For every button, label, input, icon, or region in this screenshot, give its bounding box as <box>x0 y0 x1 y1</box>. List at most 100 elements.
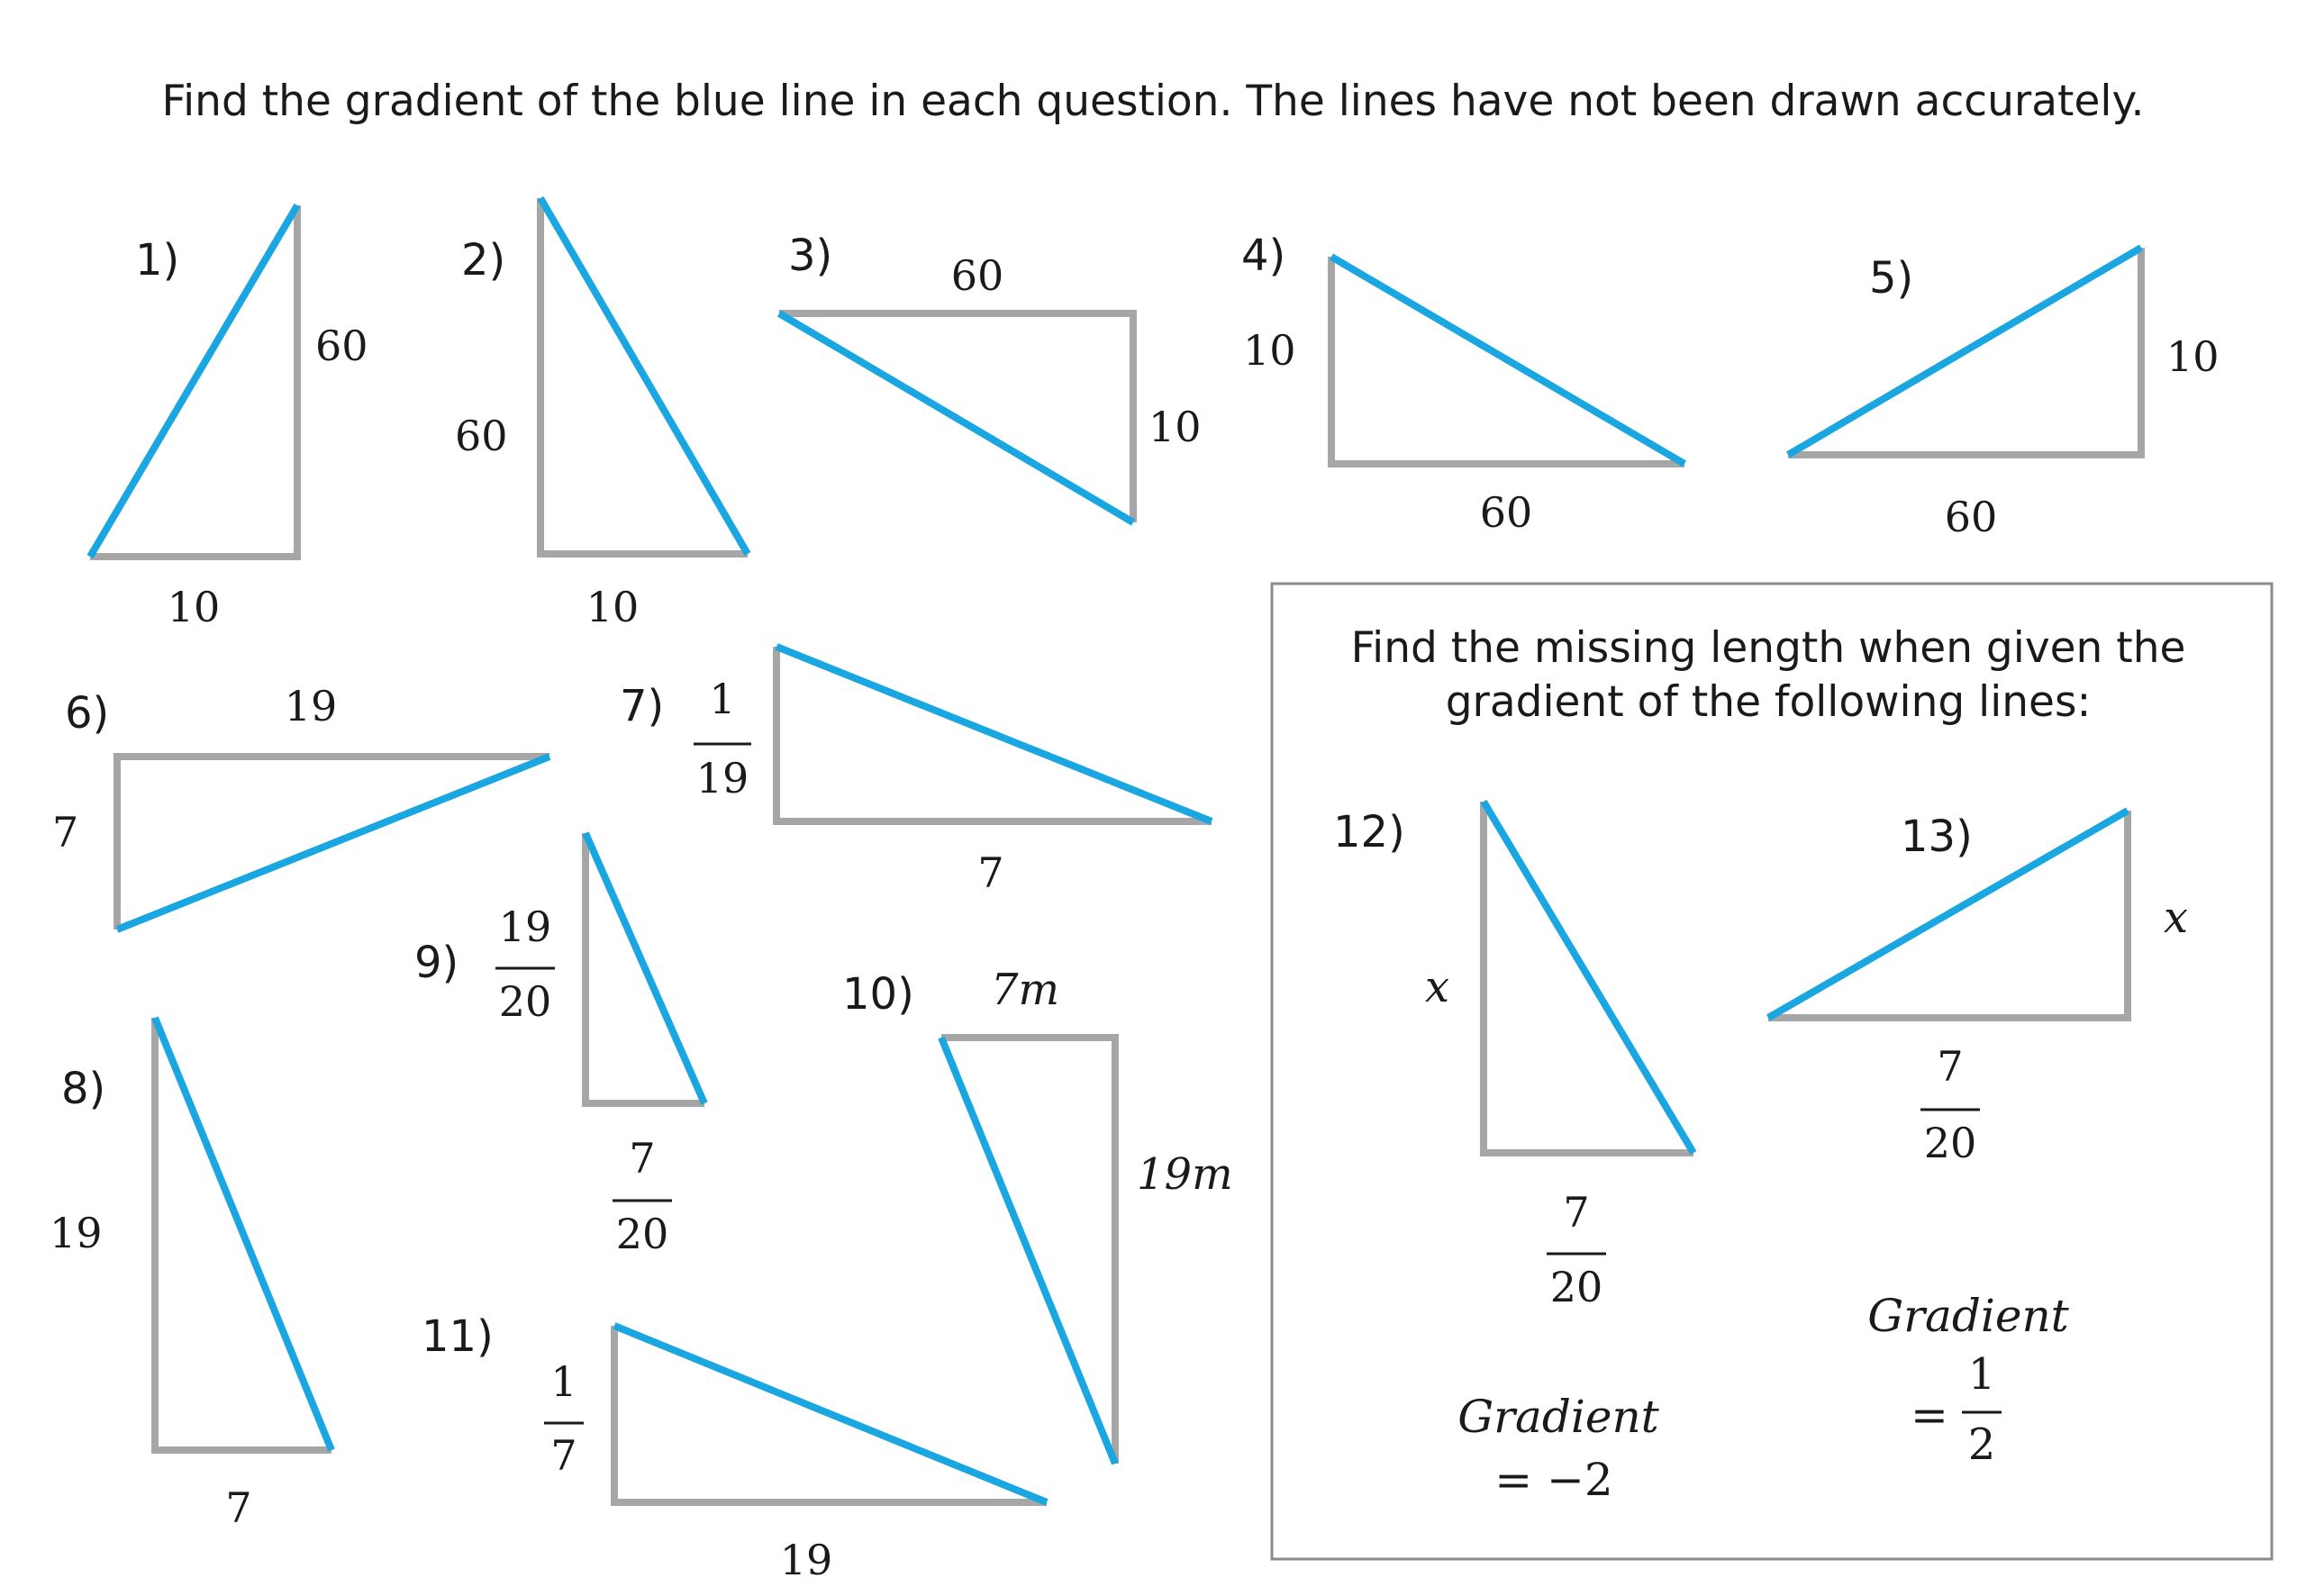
question-13: 13) x 7 20 Gradient = 1 2 <box>1766 807 2188 1470</box>
question-11-vertical-denominator: 7 <box>550 1431 576 1480</box>
question-5-number: 5) <box>1869 253 1913 304</box>
question-1-blue-line <box>86 203 301 559</box>
question-8-number: 8) <box>61 1064 105 1114</box>
question-12-vertical-length: x <box>1425 962 1449 1012</box>
question-12-horizontal-fraction: 7 20 <box>1547 1188 1606 1311</box>
question-3-horizontal-length: 60 <box>951 251 1004 300</box>
question-4-number: 4) <box>1241 231 1285 281</box>
question-5: 5) 10 60 <box>1785 244 2220 541</box>
question-2-number: 2) <box>461 235 505 286</box>
question-8-horizontal-length: 7 <box>225 1483 251 1532</box>
question-13-gradient-denominator: 2 <box>1968 1419 1996 1470</box>
question-4-vertical-length: 10 <box>1243 326 1296 375</box>
question-7-number: 7) <box>620 681 664 731</box>
question-1-number: 1) <box>135 235 179 286</box>
question-13-gradient-numerator: 1 <box>1968 1349 1996 1400</box>
question-1-horizontal-length: 10 <box>168 583 221 631</box>
question-7-vertical-denominator: 19 <box>696 754 749 803</box>
question-6-vertical-length: 7 <box>52 808 78 857</box>
question-8: 8) 19 7 <box>50 1016 335 1532</box>
question-7-horizontal-length: 7 <box>977 848 1003 897</box>
instructions-text: Find the gradient of the blue line in ea… <box>162 77 2145 126</box>
question-11-vertical-numerator: 1 <box>550 1357 576 1406</box>
question-6-horizontal-length: 19 <box>285 682 338 730</box>
question-9-vertical-fraction: 19 20 <box>495 902 555 1026</box>
question-9-vertical-denominator: 20 <box>499 977 552 1026</box>
question-2: 2) 60 10 <box>455 195 751 631</box>
question-12-horizontal-numerator: 7 <box>1563 1188 1589 1237</box>
question-13-gradient-equals: = <box>1911 1389 1948 1441</box>
question-6: 6) 19 7 <box>52 682 551 933</box>
question-1-vertical-length: 60 <box>315 322 368 370</box>
question-5-horizontal-length: 60 <box>1945 493 1998 541</box>
question-8-vertical-length: 19 <box>50 1209 103 1257</box>
box-heading-line-2: gradient of the following lines: <box>1446 677 2092 727</box>
question-9-blue-line <box>582 831 708 1105</box>
question-4-horizontal-length: 60 <box>1480 488 1533 537</box>
question-13-blue-line <box>1766 807 2129 1021</box>
question-3-number: 3) <box>788 231 832 281</box>
question-7-frame <box>773 647 1212 825</box>
question-12-gradient-value: = −2 <box>1494 1454 1613 1506</box>
question-13-horizontal-denominator: 20 <box>1924 1119 1977 1167</box>
question-7: 7) 1 19 7 <box>620 643 1213 897</box>
question-12: 12) x 7 20 Gradient = −2 <box>1333 799 1697 1506</box>
question-2-horizontal-length: 10 <box>586 583 640 631</box>
question-12-horizontal-denominator: 20 <box>1550 1263 1603 1311</box>
question-10-number: 10) <box>842 969 914 1020</box>
question-13-vertical-length: x <box>2164 893 2188 943</box>
question-9-horizontal-denominator: 20 <box>616 1210 669 1258</box>
missing-length-box-border <box>1270 582 2274 1561</box>
question-3-frame <box>779 310 1137 522</box>
question-12-blue-line <box>1480 799 1697 1156</box>
question-13-frame <box>1768 811 2131 1021</box>
question-13-number: 13) <box>1901 812 1973 862</box>
question-9-number: 9) <box>414 938 458 988</box>
question-9-horizontal-fraction: 7 20 <box>613 1134 672 1258</box>
question-12-number: 12) <box>1333 807 1405 857</box>
missing-length-box: Find the missing length when given the g… <box>1270 582 2274 1561</box>
question-12-gradient-word: Gradient <box>1457 1391 1659 1443</box>
question-11-horizontal-length: 19 <box>780 1536 833 1584</box>
question-11-vertical-fraction: 1 7 <box>544 1357 584 1480</box>
question-5-vertical-length: 10 <box>2166 332 2220 381</box>
question-7-vertical-fraction: 1 19 <box>694 675 751 803</box>
question-3-vertical-length: 10 <box>1148 403 1202 451</box>
box-heading-line-1: Find the missing length when given the <box>1351 623 2186 673</box>
question-2-frame <box>537 198 748 558</box>
question-6-frame <box>113 753 549 929</box>
question-6-number: 6) <box>65 688 109 739</box>
question-11-number: 11) <box>422 1311 494 1362</box>
question-9: 9) 19 20 7 20 <box>414 831 708 1258</box>
question-6-blue-line <box>115 753 551 933</box>
question-7-blue-line <box>775 643 1213 825</box>
question-4: 4) 10 60 <box>1241 231 1687 537</box>
question-9-horizontal-numerator: 7 <box>629 1134 655 1183</box>
question-11-blue-line <box>613 1322 1049 1506</box>
question-3: 3) 60 10 <box>776 231 1202 526</box>
question-11: 11) 1 7 19 <box>422 1311 1049 1584</box>
question-10-frame <box>941 1034 1119 1464</box>
question-3-blue-line <box>776 310 1136 526</box>
question-12-frame <box>1480 802 1693 1156</box>
question-9-vertical-numerator: 19 <box>499 902 552 951</box>
question-13-gradient-fraction: 1 2 <box>1962 1349 2002 1470</box>
question-2-vertical-length: 60 <box>455 412 508 460</box>
question-11-frame <box>611 1326 1047 1506</box>
question-8-blue-line <box>151 1016 335 1452</box>
question-9-frame <box>582 833 704 1107</box>
question-10: 10) 7m 19m <box>842 965 1233 1465</box>
question-5-frame <box>1788 248 2145 458</box>
question-1: 1) 60 10 <box>86 203 368 631</box>
question-10-vertical-length: 19m <box>1137 1149 1233 1200</box>
question-1-frame <box>90 205 301 560</box>
question-13-gradient-word: Gradient <box>1867 1290 2069 1342</box>
question-4-blue-line <box>1329 253 1687 467</box>
question-5-blue-line <box>1785 244 2144 458</box>
question-4-frame <box>1328 257 1684 467</box>
question-2-blue-line <box>537 195 751 557</box>
question-7-vertical-numerator: 1 <box>709 675 735 723</box>
question-8-frame <box>151 1018 331 1454</box>
